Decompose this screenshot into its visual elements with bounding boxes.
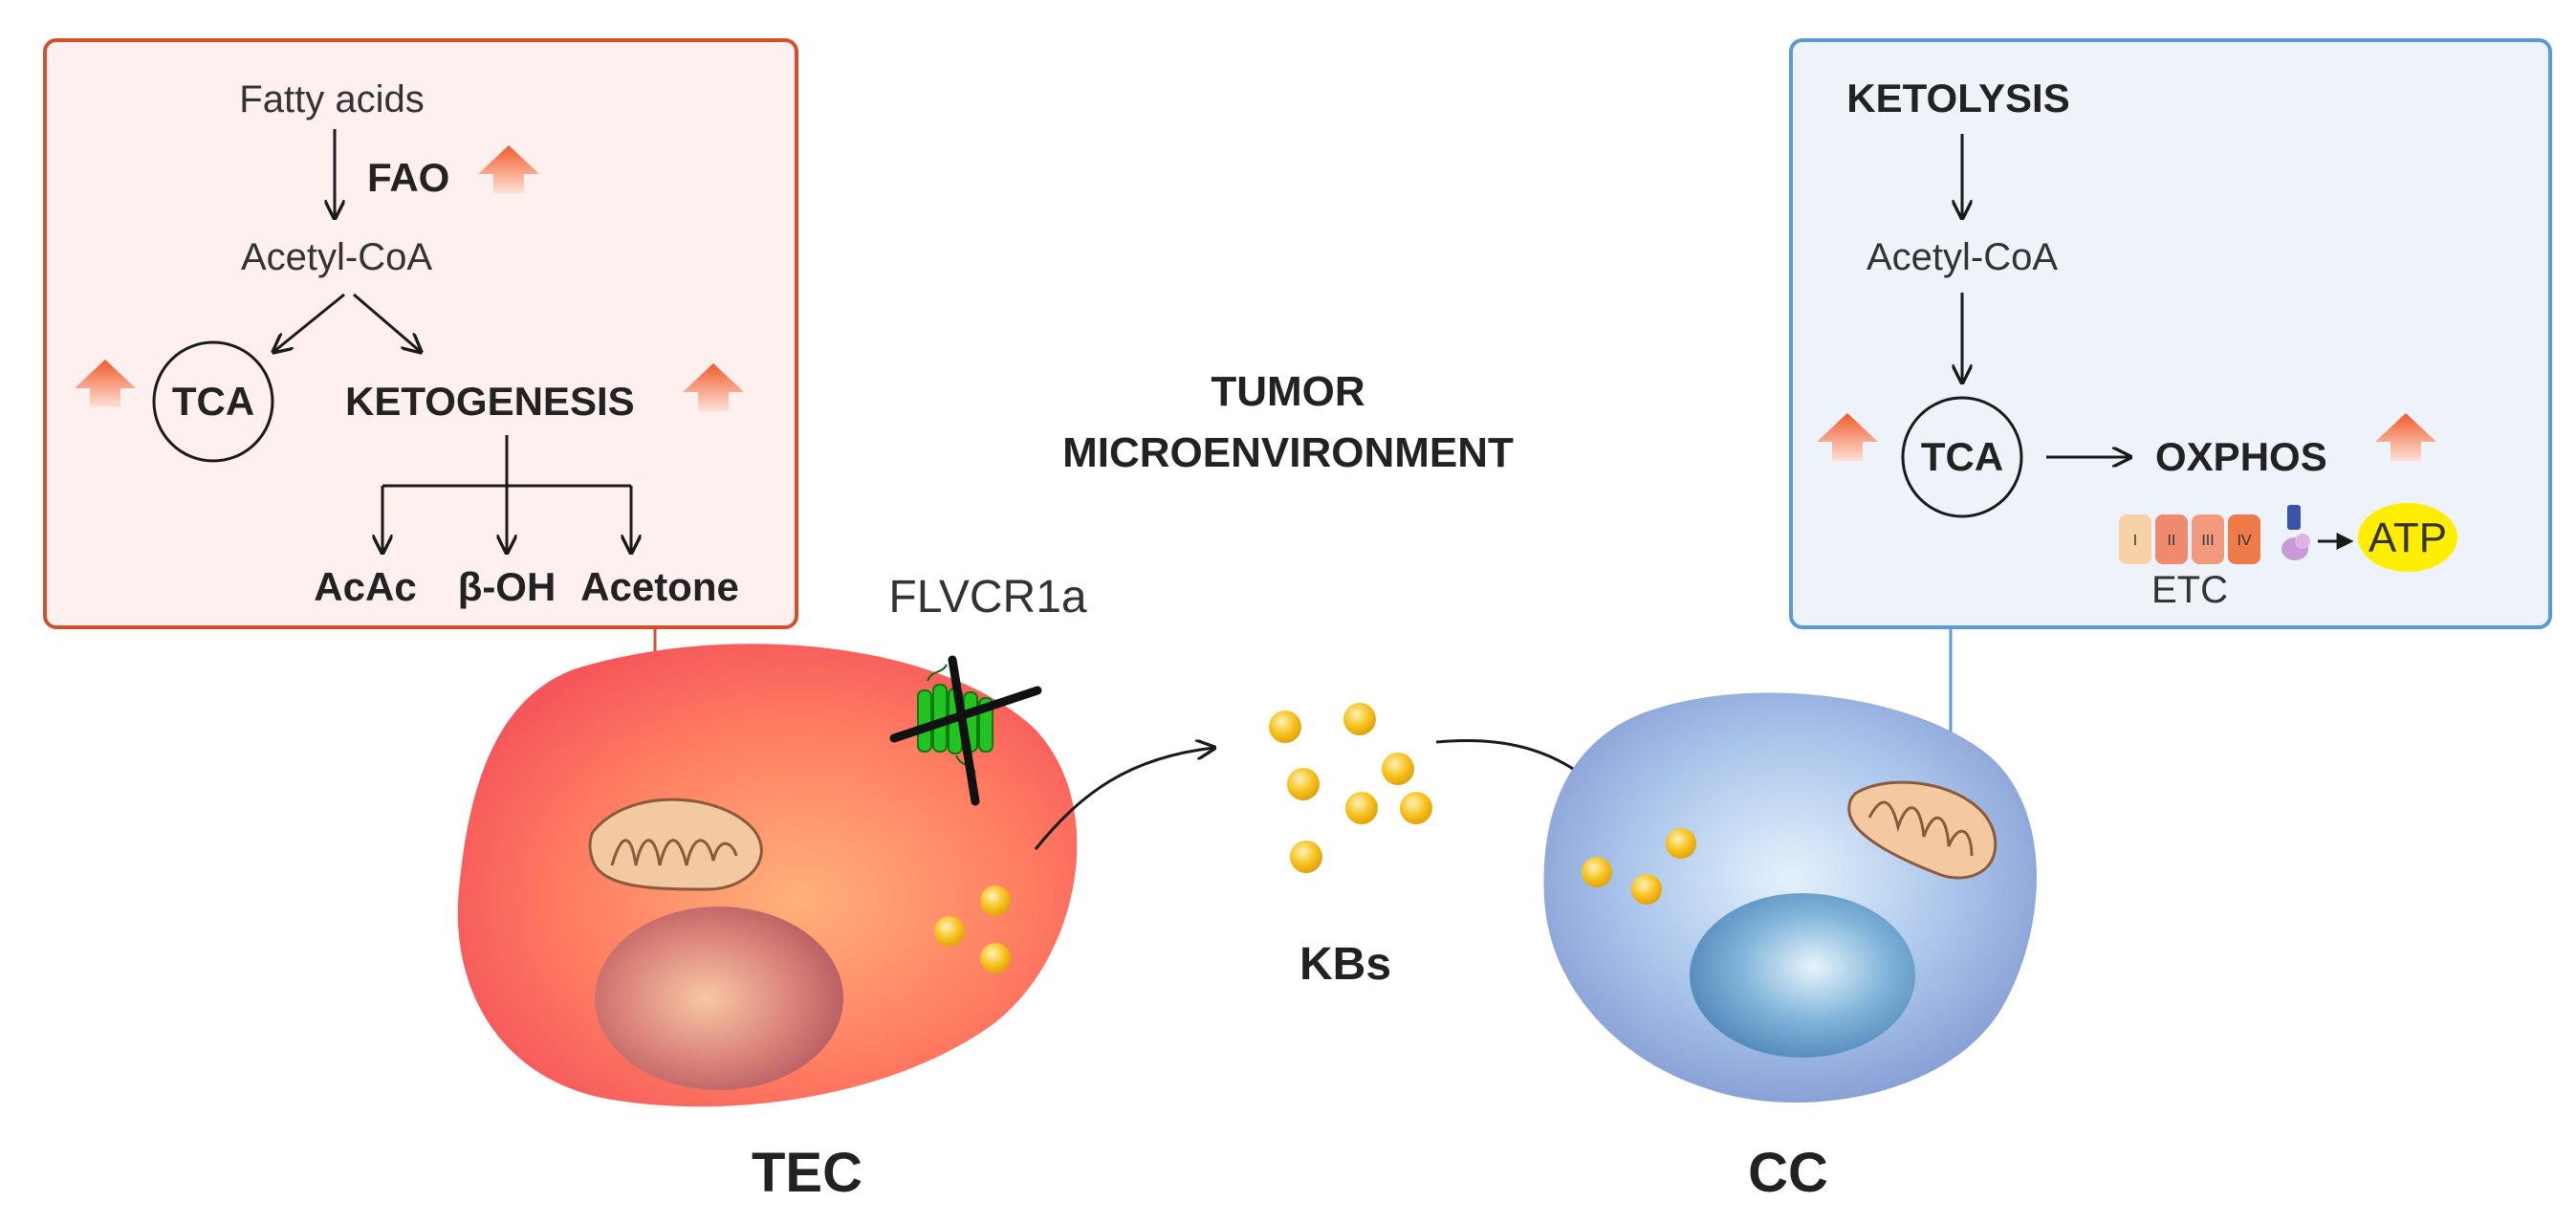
atp-ellipse (2358, 503, 2457, 572)
cc-kb (1666, 828, 1696, 859)
kb (1290, 841, 1322, 873)
kbs-cluster (1269, 703, 1432, 873)
atp-synthase-icon (2281, 505, 2310, 560)
tec-kb (980, 885, 1011, 916)
ketogenesis-label: KETOGENESIS (345, 379, 635, 424)
kb (1382, 753, 1414, 785)
cc-cell (1543, 692, 2037, 1104)
tec-label: TEC (752, 1142, 862, 1204)
oxphos-label: OXPHOS (2155, 434, 2327, 479)
tumor-label: TUMOR (1211, 368, 1364, 415)
left-panel-box (43, 38, 798, 629)
etc-complex-3 (2192, 514, 2224, 564)
cross-out-line (948, 655, 980, 806)
etc-label-4: IV (2237, 533, 2251, 549)
flvcr1a-label: FLVCR1a (888, 572, 1086, 623)
etc-label-1: I (2133, 533, 2137, 549)
cc-nucleus (1690, 893, 1915, 1058)
etc-complex-2 (2155, 514, 2188, 564)
kb (1269, 710, 1301, 743)
acetyl-coa-label: Acetyl-CoA (241, 236, 432, 278)
kb (1345, 792, 1378, 824)
tec-kb (980, 943, 1011, 973)
cross-out-line (889, 686, 1042, 743)
microenvironment-label: MICROENVIRONMENT (1062, 429, 1514, 476)
etc-label-3: III (2201, 533, 2214, 549)
to-ketogenesis-arrow (353, 293, 421, 352)
cc-label: CC (1748, 1142, 1828, 1204)
etc-complex-4 (2228, 514, 2260, 564)
kbs-label: KBs (1299, 939, 1391, 990)
mitochondrion-icon (588, 798, 763, 891)
fatty-acids-label: Fatty acids (239, 78, 424, 120)
kb (1400, 792, 1432, 824)
right-panel: KETOLYSIS Acetyl-CoA TCA OXPHOS I II III… (1789, 38, 2552, 629)
right-tca-label: TCA (1921, 434, 2003, 479)
acetone-label: Acetone (580, 564, 739, 609)
tca-label: TCA (172, 379, 254, 424)
tec-kb (934, 916, 965, 947)
atp-label: ATP (2369, 514, 2447, 561)
kb (1343, 703, 1376, 735)
etc-label: ETC (2151, 569, 2228, 611)
fao-label: FAO (367, 155, 449, 200)
acac-label: AcAc (314, 564, 416, 609)
tec-nucleus (595, 907, 843, 1090)
right-acetyl-coa-label: Acetyl-CoA (1867, 236, 2058, 278)
cc-kb (1582, 857, 1612, 887)
left-panel: Fatty acids FAO Acetyl-CoA TCA KETOGENES… (43, 38, 798, 629)
tec-to-kbs-arrow (1034, 748, 1214, 850)
mitochondrion-icon (1847, 780, 1997, 880)
ketolysis-label: KETOLYSIS (1846, 76, 2069, 120)
etc-complexes: I II III IV (2119, 514, 2260, 564)
cc-kb (1631, 874, 1662, 905)
kb (1287, 768, 1320, 800)
tec-cell (457, 644, 1078, 1107)
etc-label-2: II (2168, 533, 2176, 549)
tca-circle (152, 340, 274, 463)
right-tca-circle (1901, 396, 2023, 518)
etc-complex-1 (2119, 514, 2151, 564)
beta-oh-label: β-OH (458, 564, 557, 609)
to-tca-arrow (273, 293, 345, 352)
right-panel-box (1789, 38, 2552, 629)
